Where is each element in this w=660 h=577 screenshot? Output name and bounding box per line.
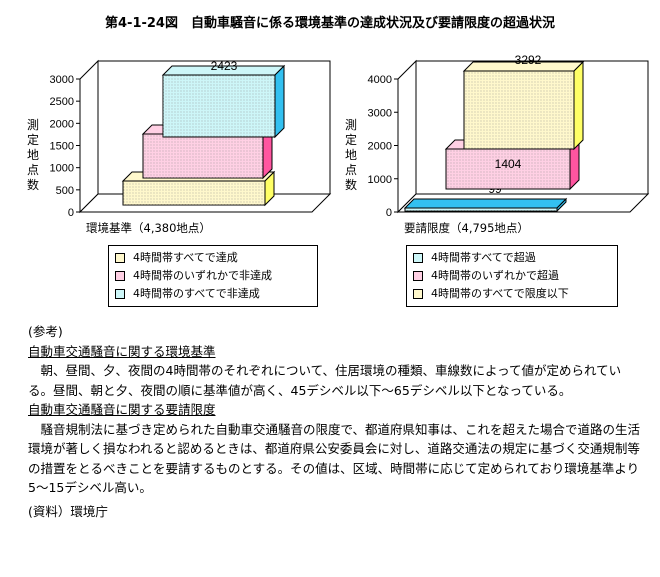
- y-tick-label: 0: [386, 207, 392, 219]
- legend-label: 4時間帯のいずれかで超過: [431, 269, 559, 282]
- y-tick-label: 1000: [50, 163, 74, 175]
- bar-texture-1: [446, 149, 570, 189]
- y-axis-label-char: 数: [27, 177, 39, 192]
- legend-swatch: [115, 271, 125, 281]
- legend-label: 4時間帯すべてで超過: [431, 251, 536, 264]
- notes-body-environmental-standard: 朝、昼間、夕、夜間の4時間帯のそれぞれについて、住居環境の種類、車線数によって値…: [28, 363, 622, 398]
- legend-label: 4時間帯のすべてで非達成: [133, 287, 260, 300]
- legend-item: 4時間帯すべてで超過: [413, 249, 611, 267]
- legend-item: 4時間帯すべてで達成: [115, 249, 311, 267]
- bar-value-label-1: 1404: [495, 157, 522, 171]
- left-wall: [397, 59, 417, 214]
- y-tick-label: 1000: [368, 174, 392, 186]
- reference-notes: (参考) 自動車交通騒音に関する環境基準 朝、昼間、夕、夜間の4時間帯のそれぞれ…: [28, 322, 640, 521]
- notes-heading-environmental-standard: 自動車交通騒音に関する環境基準: [28, 343, 216, 359]
- y-tick-label: 0: [68, 207, 74, 219]
- y-axis-label-char: 点: [27, 163, 39, 177]
- charts-canvas: 050010001500200025003000測定地点数環境基準（4,380地…: [27, 53, 650, 235]
- y-tick-label: 1500: [50, 141, 74, 153]
- y-tick-label: 4000: [368, 74, 392, 86]
- legend-label: 4時間帯のすべてで限度以下: [431, 287, 569, 300]
- legend-environmental-standard: 4時間帯すべてで達成 4時間帯のいずれかで非達成 4時間帯のすべてで非達成: [108, 245, 318, 307]
- y-axis-label-char: 点: [345, 163, 357, 177]
- bar-side-0: [556, 197, 567, 213]
- bar-texture-2: [464, 71, 574, 149]
- y-tick-label: 500: [56, 185, 74, 197]
- legend-label: 4時間帯すべてで達成: [133, 251, 238, 264]
- x-axis-label: 要請限度（4,795地点）: [404, 221, 529, 235]
- figure-title: 第4-1-24図 自動車騒音に係る環境基準の達成状況及び要請限度の超過状況: [105, 16, 555, 31]
- y-tick-label: 3000: [368, 107, 392, 119]
- bar-side-0: [264, 170, 275, 207]
- legend-label: 4時間帯のいずれかで非達成: [133, 269, 272, 282]
- notes-ref-label: (参考): [28, 324, 63, 339]
- y-tick-label: 2000: [368, 141, 392, 153]
- legend-item: 4時間帯のすべてで非達成: [115, 285, 311, 303]
- notes-body-request-limit: 騒音規制法に基づき定められた自動車交通騒音の限度で、都道府県知事は、これを超えた…: [28, 421, 641, 496]
- y-axis-label-char: 定: [345, 132, 357, 147]
- notes-heading-request-limit: 自動車交通騒音に関する要請限度: [28, 402, 216, 417]
- legend-item: 4時間帯のいずれかで超過: [413, 267, 611, 285]
- bar-side-2: [573, 60, 584, 151]
- y-tick-label: 2000: [50, 118, 74, 130]
- legend-swatch: [413, 271, 423, 281]
- bar-value-label-2: 2423: [211, 59, 238, 73]
- legend-swatch: [413, 253, 423, 263]
- y-axis-label-char: 数: [345, 177, 357, 192]
- y-axis-label-char: 測: [27, 118, 39, 132]
- y-axis-label-char: 地: [27, 148, 39, 162]
- legend-item: 4時間帯のすべてで限度以下: [413, 285, 611, 303]
- notes-source: (資料）環境庁: [28, 503, 108, 519]
- y-tick-label: 3000: [50, 74, 74, 86]
- legend-swatch: [115, 289, 125, 299]
- bar-texture-2: [163, 75, 275, 137]
- legend-item: 4時間帯のいずれかで非達成: [115, 267, 311, 285]
- bar-texture-0: [123, 181, 265, 205]
- chart-environmental-standard: 0 500 1000 1500 2000 2500 3000 測定地点数環境基準（4,380地…: [27, 59, 332, 235]
- legend-swatch: [413, 289, 423, 299]
- y-axis-label-char: 定: [27, 132, 39, 147]
- x-axis-label: 環境基準（4,380地点）: [86, 221, 211, 235]
- bar-texture-1: [143, 134, 263, 178]
- legend-swatch: [115, 253, 125, 263]
- bar-side-2: [274, 64, 285, 139]
- y-tick-label: 2500: [50, 96, 74, 108]
- chart-request-limit: 01000200030004000測定地点数要請限度（4,795地点）99140…: [345, 53, 650, 235]
- y-axis-label-char: 測: [345, 118, 357, 132]
- y-axis-label-char: 地: [345, 148, 357, 162]
- bar-top-0: [403, 198, 568, 209]
- legend-request-limit: 4時間帯すべてで超過 4時間帯のいずれかで超過 4時間帯のすべてで限度以下: [406, 245, 618, 307]
- bar-texture-0: [405, 208, 557, 211]
- bar-value-label-2: 3292: [515, 53, 542, 67]
- left-wall: [79, 59, 99, 214]
